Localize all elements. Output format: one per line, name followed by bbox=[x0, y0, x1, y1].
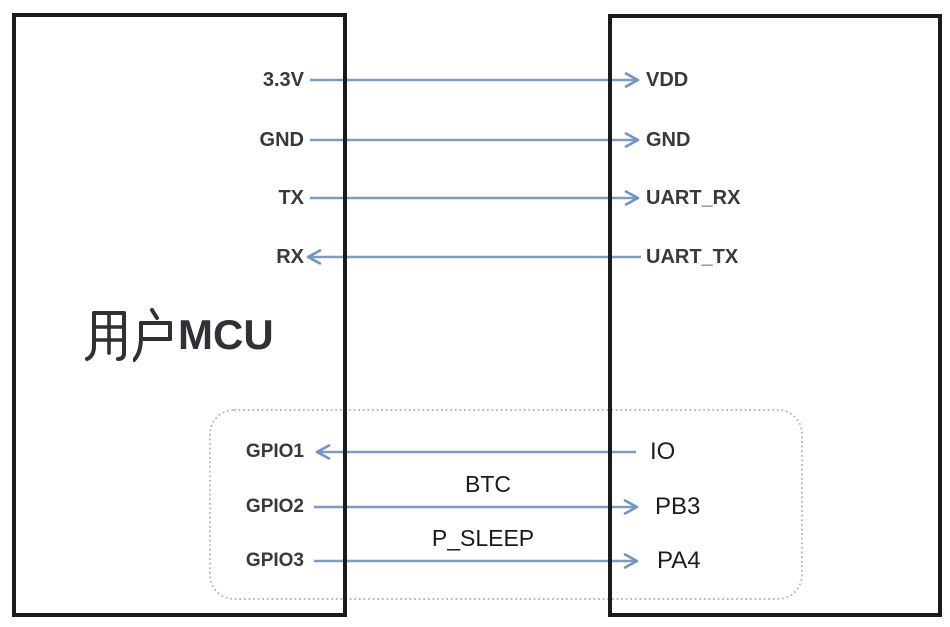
arrowhead-right-icon bbox=[624, 72, 640, 88]
arrowhead-right-icon bbox=[623, 553, 639, 569]
module-box bbox=[608, 14, 942, 617]
arrowhead-right-icon bbox=[623, 499, 639, 515]
cjk-char-hu-icon bbox=[133, 308, 172, 362]
mcu-box bbox=[12, 13, 347, 617]
mcu-box-title: MCU bbox=[84, 306, 274, 364]
arrowhead-left-icon bbox=[306, 249, 322, 265]
mcu-box-title-latin: MCU bbox=[178, 311, 274, 358]
arrowhead-left-icon bbox=[315, 444, 331, 460]
cjk-char-yong-icon bbox=[85, 311, 126, 361]
arrowhead-right-icon bbox=[624, 190, 640, 206]
gpio-group-outline bbox=[209, 409, 803, 600]
arrowhead-right-icon bbox=[624, 132, 640, 148]
